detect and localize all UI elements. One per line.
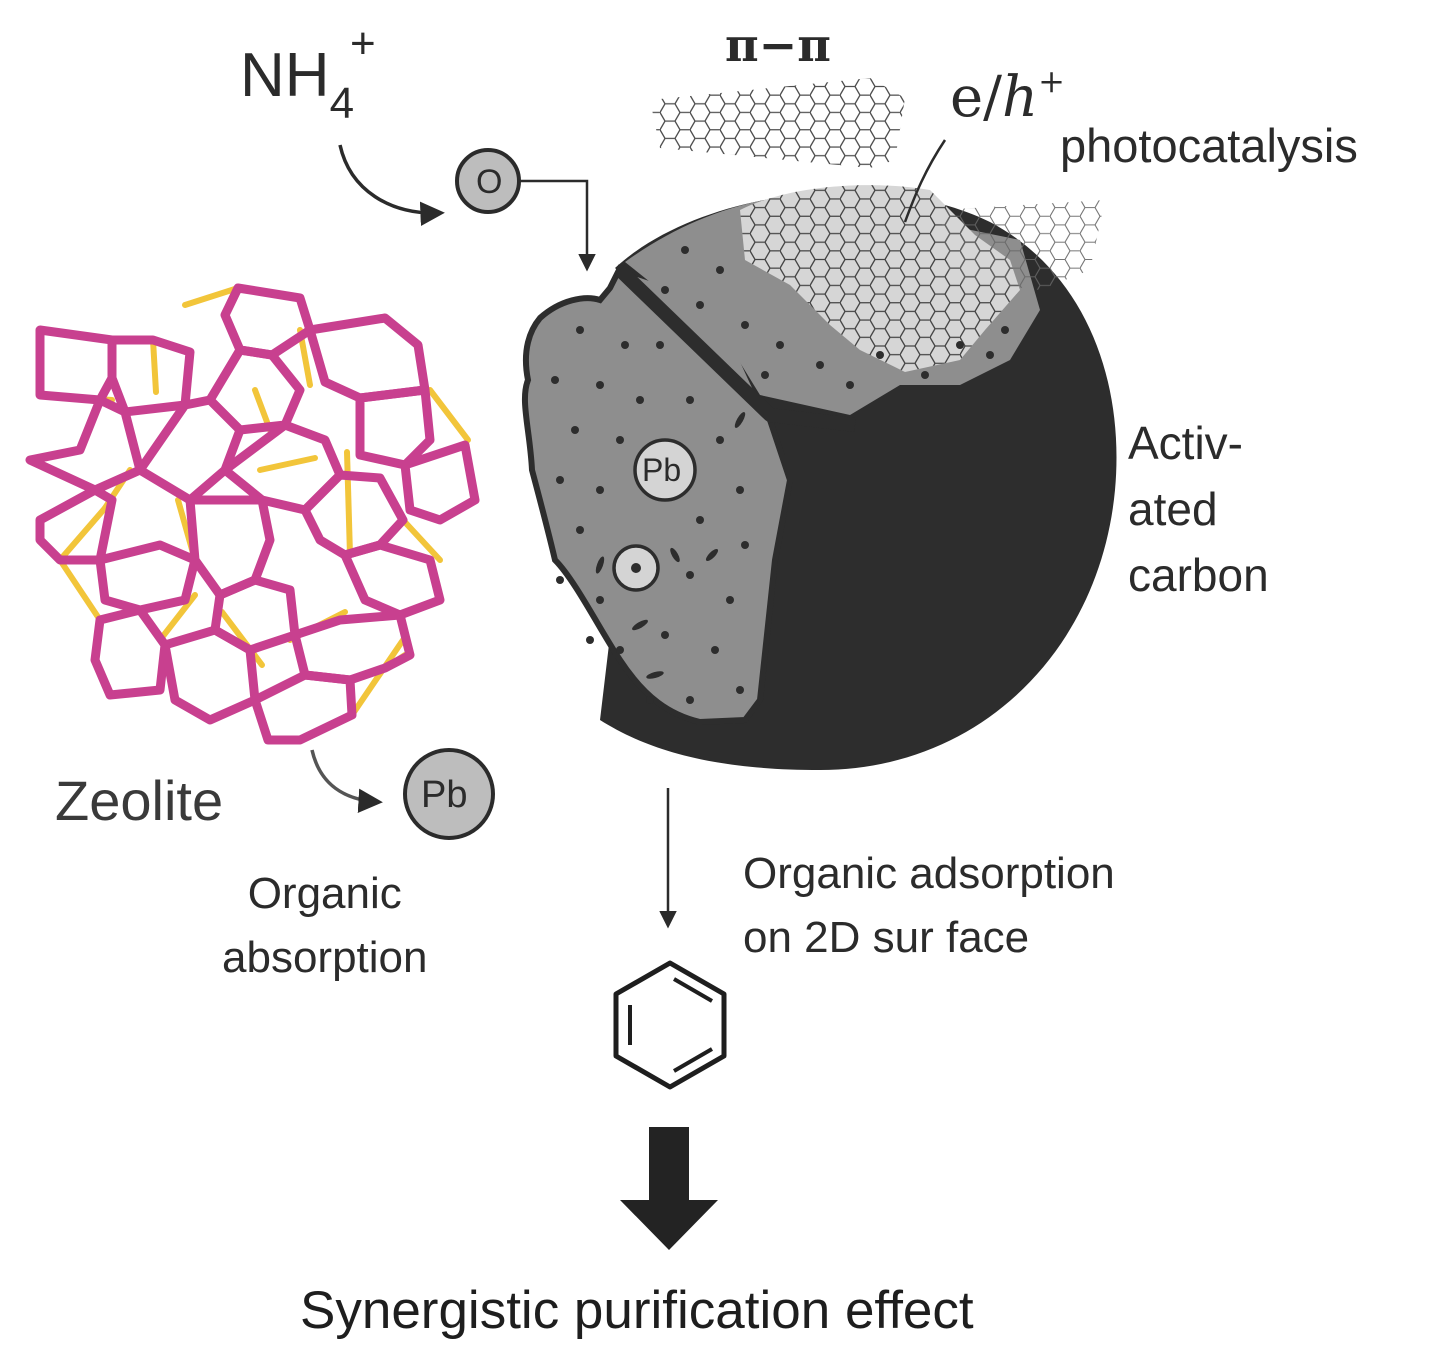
nh4-curved-arrow <box>338 144 445 227</box>
nh4-label: NH4+ <box>240 19 376 128</box>
organic-adsorption-label: Organic adsorption on 2D sur face <box>743 849 1115 962</box>
oxygen-elbow-arrow <box>519 179 596 272</box>
carbon-pores <box>551 246 1009 704</box>
nh4-subscript: 4 <box>329 79 355 128</box>
pb-release-arrow <box>310 749 383 814</box>
conclusion-label: Synergistic purification effect <box>300 1281 974 1340</box>
photocatalysis-pointer <box>903 139 947 223</box>
benzene-ring-icon <box>613 960 727 1090</box>
down-arrow-icon <box>620 1127 718 1250</box>
zeolite-label: Zeolite <box>55 769 224 832</box>
zeolite-magenta-rings <box>25 283 480 745</box>
pi-pi-label: π−π <box>725 18 831 72</box>
photocatalysis-label: photocatalysis <box>1060 119 1358 172</box>
zeolite-framework <box>25 283 480 745</box>
activated-carbon-label: Activ- ated carbon <box>1128 417 1269 601</box>
graphene-sheet-icon <box>650 78 1105 290</box>
lead-ion-icon <box>403 748 495 840</box>
oxygen-ion-label: O <box>476 163 503 201</box>
lead-ion-embedded-label: Pb <box>642 452 682 488</box>
electron-hole-label: e/h+ <box>950 62 1065 130</box>
organic-absorption-label: Organic absorption <box>222 869 428 982</box>
small-ion-embedded-icon <box>612 544 660 592</box>
electron-hole-superscript: + <box>1038 62 1065 100</box>
lead-ion-label: Pb <box>421 774 468 816</box>
nh4-superscript: + <box>350 19 376 68</box>
lead-ion-embedded-icon <box>633 438 697 502</box>
